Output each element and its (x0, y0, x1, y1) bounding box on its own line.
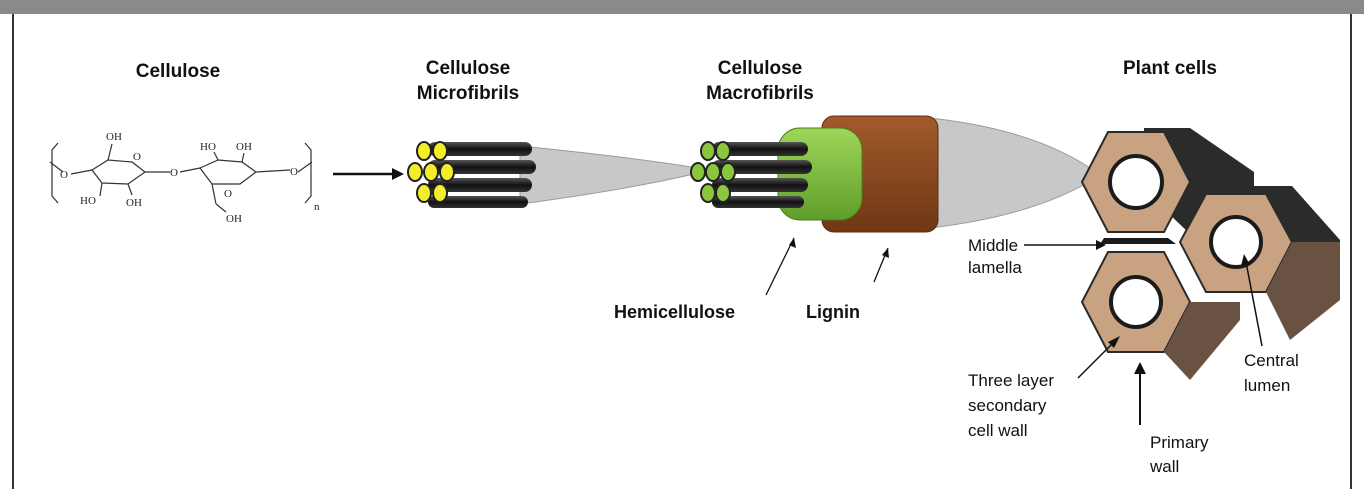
label-central-lumen-2: lumen (1244, 376, 1290, 395)
cell-top-lumen (1110, 156, 1162, 208)
microfibril-cone (520, 146, 710, 204)
label-lignin: Lignin (806, 302, 860, 322)
microfibril-bundle (408, 142, 710, 208)
label-primary-wall-2: wall (1149, 457, 1179, 476)
macrofibril-cone (930, 118, 1100, 228)
header-macrofibrils-line1: Cellulose (718, 58, 802, 79)
cell-bottom-lumen (1111, 277, 1161, 327)
o-right: O (290, 166, 298, 178)
label-middle-lamella-2: lamella (968, 258, 1022, 277)
o-ring-2: O (224, 188, 232, 200)
secondary-wall-arrow (1078, 340, 1116, 378)
sugar-ring-1 (92, 160, 145, 184)
oh-1: OH (106, 131, 122, 143)
middle-lamella-band (1100, 238, 1176, 244)
label-central-lumen-1: Central (1244, 351, 1299, 370)
header-microfibrils-line1: Cellulose (426, 58, 510, 79)
ho-1: HO (80, 195, 96, 207)
label-three-layer-2: secondary (968, 396, 1047, 415)
macrofibril-bundle (691, 116, 1100, 232)
header-cellulose: Cellulose (136, 61, 220, 82)
cell-right-lumen (1211, 217, 1261, 267)
header-microfibrils-line2: Microfibrils (417, 83, 519, 104)
label-hemicellulose: Hemicellulose (614, 302, 735, 322)
process-arrow (333, 168, 404, 180)
ho-2: HO (200, 141, 216, 153)
right-bracket (305, 143, 311, 203)
label-middle-lamella-1: Middle (968, 236, 1018, 255)
o-link: O (170, 167, 178, 179)
o-ring-1: O (133, 151, 141, 163)
subscript-n: n (314, 201, 320, 213)
left-bracket (52, 143, 58, 203)
label-primary-wall-1: Primary (1150, 433, 1209, 452)
hemicellulose-pointer (766, 238, 794, 295)
cellulose-structure: O OH O HO OH O HO OH O OH O n (50, 131, 320, 225)
header-macrofibrils-line2: Macrofibrils (706, 83, 814, 104)
oh-4: OH (226, 213, 242, 225)
oh-2: OH (126, 197, 142, 209)
plant-cell-cluster (1082, 128, 1340, 380)
header-plant-cells: Plant cells (1123, 58, 1217, 79)
oh-3: OH (236, 141, 252, 153)
o-left: O (60, 169, 68, 181)
sugar-ring-2 (200, 160, 256, 184)
label-three-layer-3: cell wall (968, 421, 1028, 440)
label-three-layer-1: Three layer (968, 371, 1054, 390)
